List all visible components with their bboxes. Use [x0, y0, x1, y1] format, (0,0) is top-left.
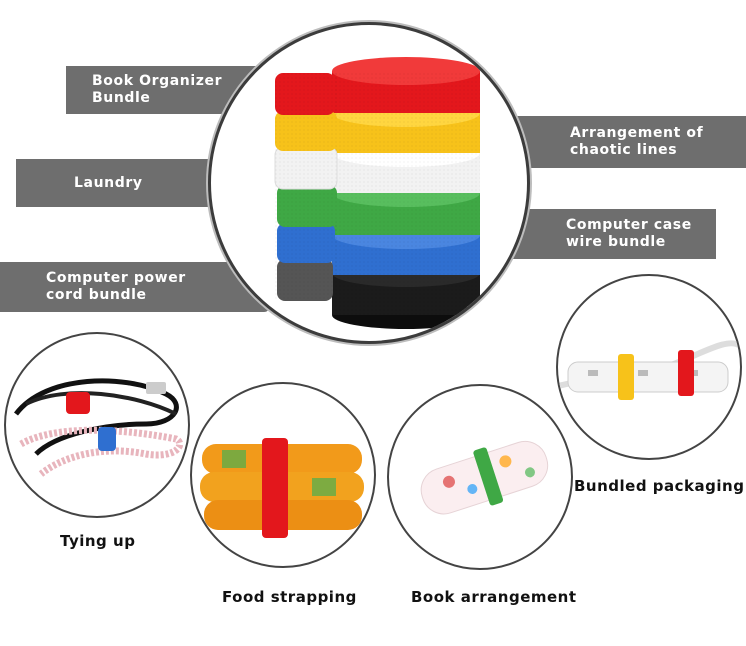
photo-bundled-packaging — [556, 274, 742, 460]
caption-book-arrangement: Book arrangement — [411, 588, 577, 606]
photo-tying-up — [4, 332, 190, 518]
caption-tying-up: Tying up — [60, 532, 136, 550]
photo-book-arrangement — [387, 384, 573, 570]
label-computer-power-cord: Computer power cord bundle — [0, 262, 270, 312]
photo-food-strapping — [190, 382, 376, 568]
strap-rolls-image — [274, 57, 480, 329]
caption-food-strapping: Food strapping — [222, 588, 357, 606]
product-hero-circle — [208, 22, 530, 344]
caption-bundled-packaging: Bundled packaging — [574, 477, 745, 495]
